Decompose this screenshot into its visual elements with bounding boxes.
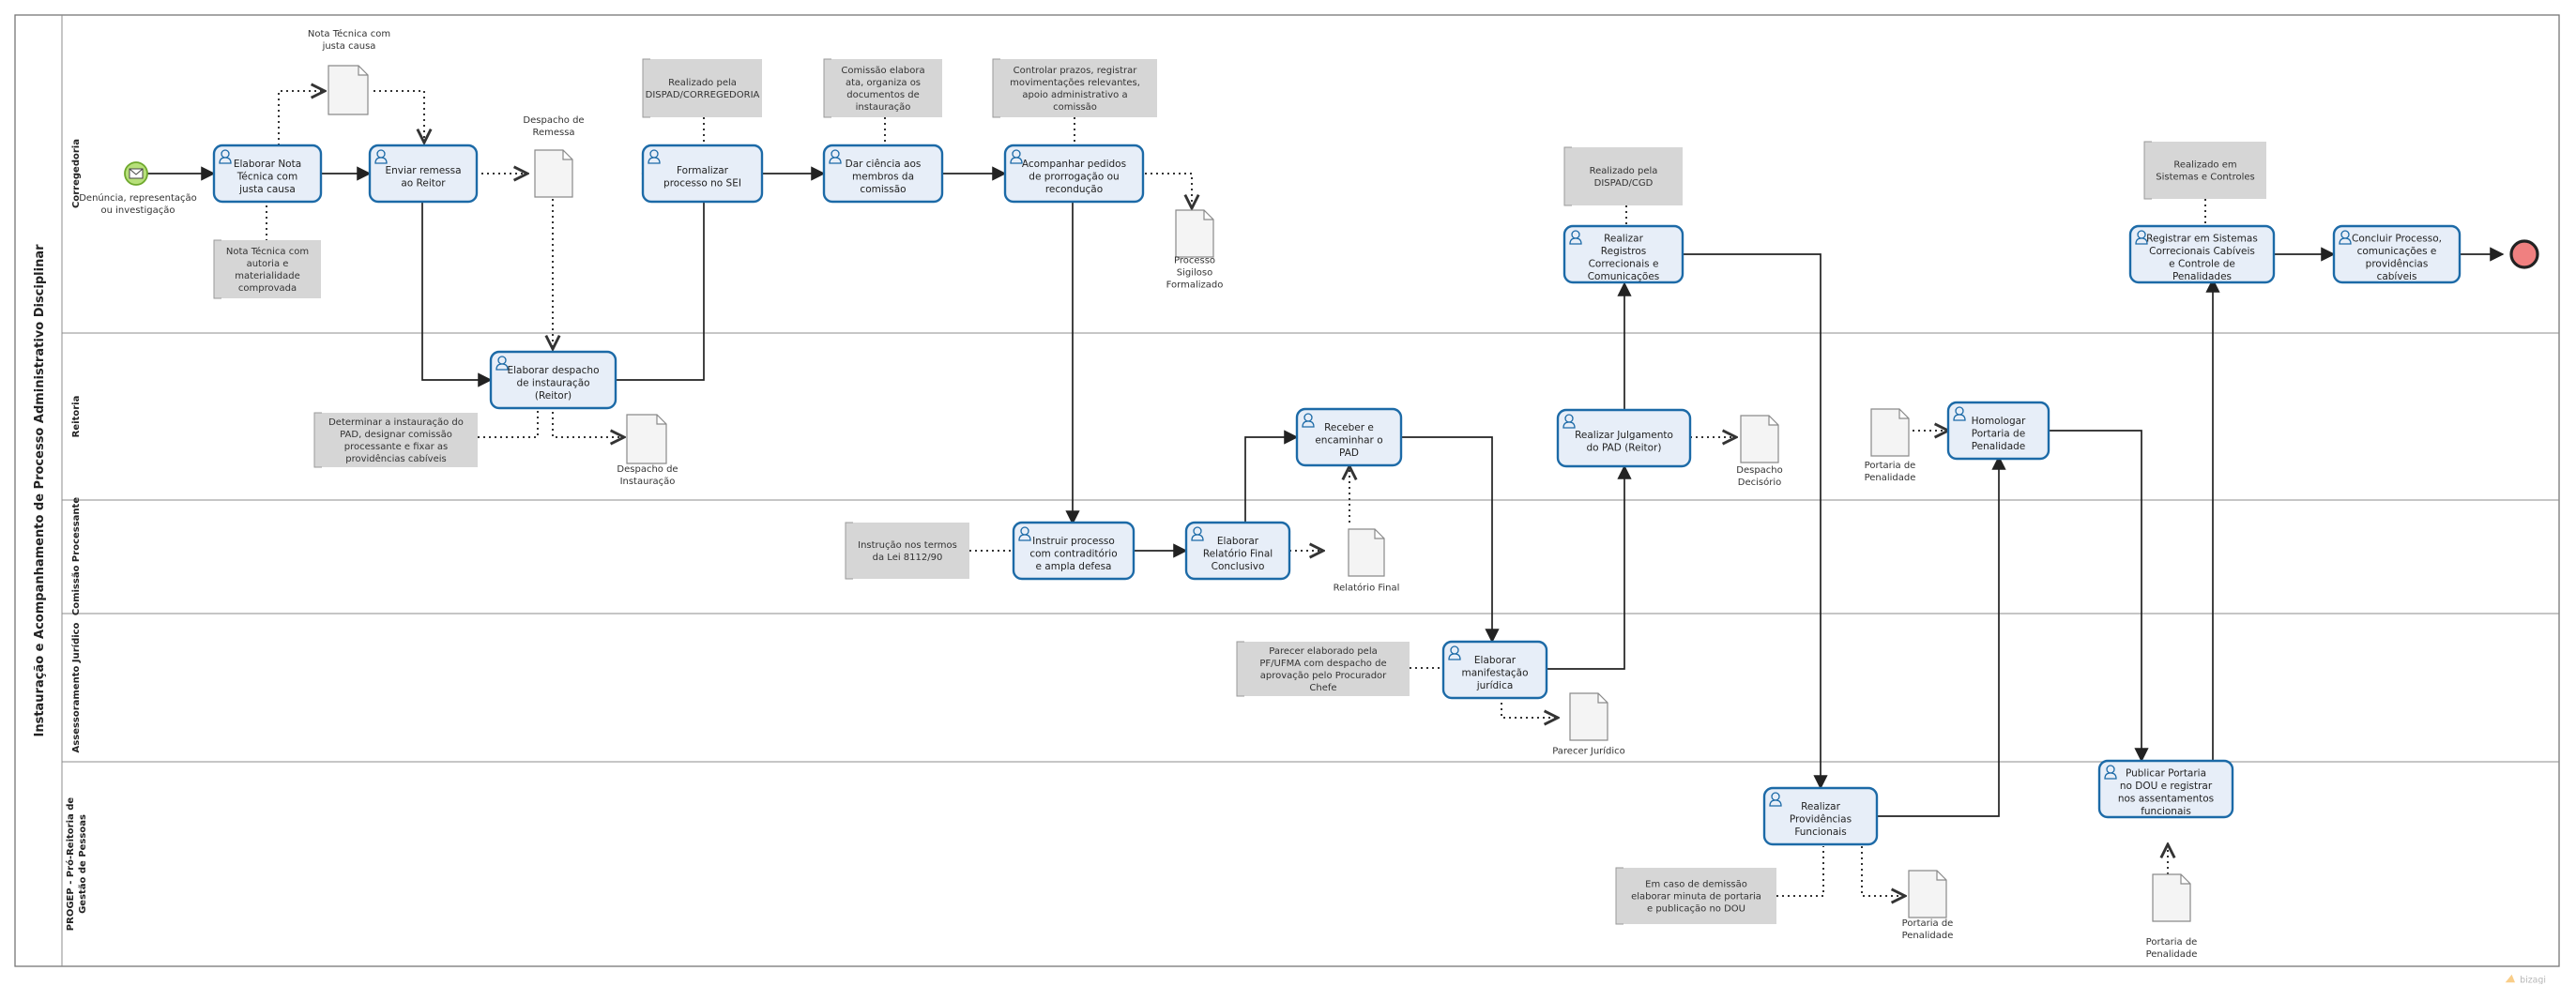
lane-label-corregedoria: Corregedoria (71, 139, 82, 208)
bizagi-logo: bizagi (2505, 974, 2546, 984)
associations (266, 91, 2206, 896)
lane-labels: Corregedoria Reitoria Comissão Processan… (65, 139, 88, 931)
document-d6[interactable]: Parecer Jurídico (1552, 692, 1625, 757)
lane-label-comissao: Comissão Processante (71, 497, 82, 615)
pool-title: Instauração e Acompanhamento de Processo… (33, 244, 47, 737)
document-label: Relatório Final (1334, 583, 1400, 594)
document-label: Parecer Jurídico (1552, 746, 1625, 757)
svg-text:bizagi: bizagi (2520, 975, 2546, 984)
document-d5[interactable]: Relatório Final (1334, 528, 1400, 594)
message-start-event-icon (129, 168, 144, 179)
lane-label-reitoria: Reitoria (71, 396, 82, 438)
lane-label-juridico: Assessoramento Jurídico (70, 622, 82, 752)
end-event[interactable] (2509, 239, 2539, 269)
sequence-flows (147, 166, 2505, 817)
